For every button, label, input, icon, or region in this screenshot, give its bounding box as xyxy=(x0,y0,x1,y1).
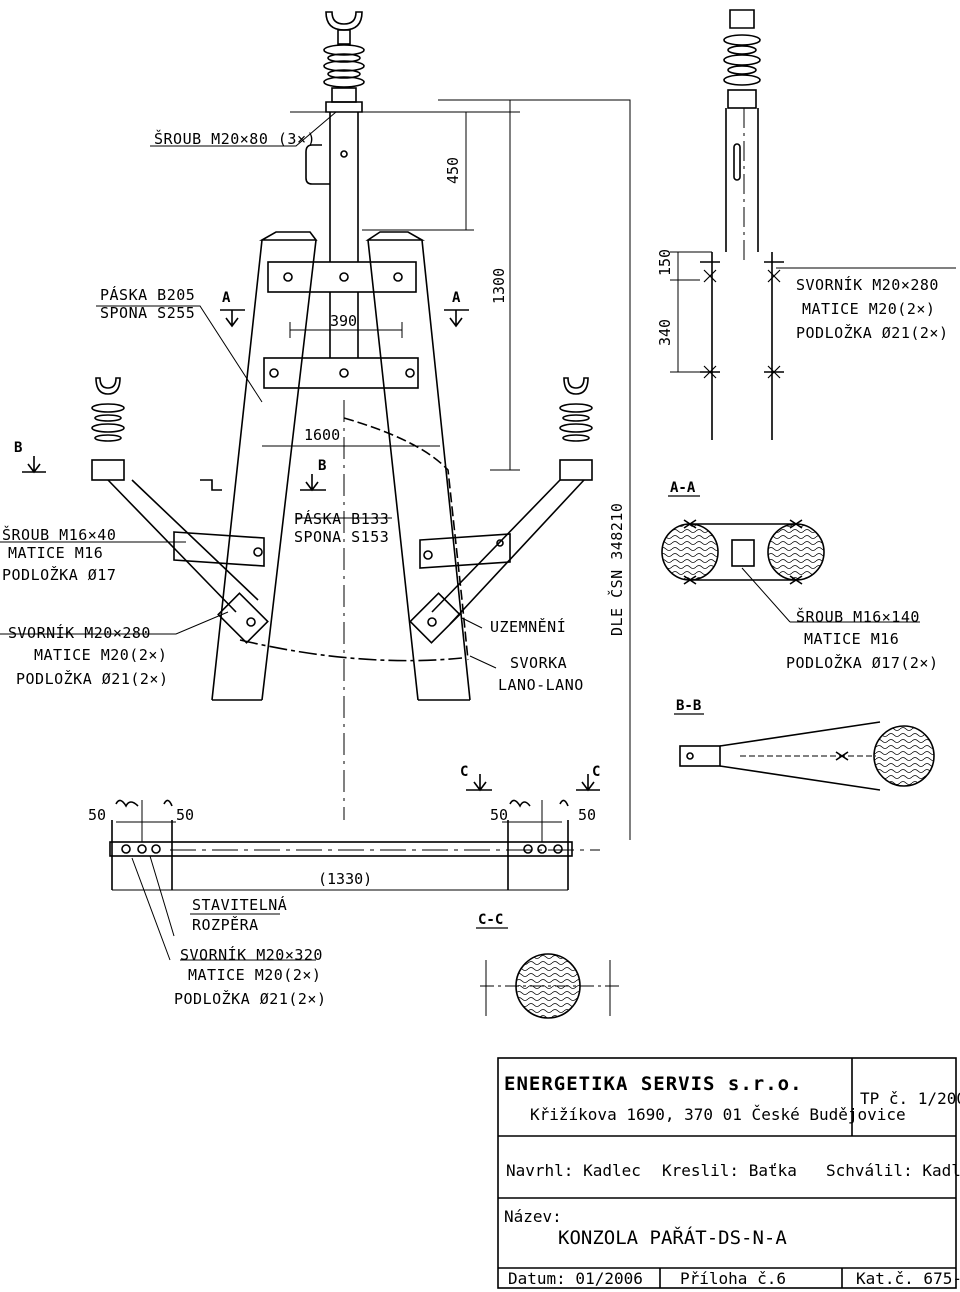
catalog-number: Kat.č. 675-00 xyxy=(856,1269,960,1288)
dims-main xyxy=(262,99,631,840)
title-block xyxy=(497,1057,957,1289)
section-bb xyxy=(679,721,935,791)
leader-lines xyxy=(0,111,956,961)
label-standard: DLE ČSN 348210 xyxy=(607,503,626,636)
side-view xyxy=(700,9,784,440)
label-bolt-top: ŠROUB M20×80 (3×) xyxy=(154,129,316,148)
dim-1600: 1600 xyxy=(304,426,340,444)
drawing-name: KONZOLA PAŘÁT-DS-N-A xyxy=(558,1226,787,1249)
dim-390: 390 xyxy=(330,312,357,330)
left-arm xyxy=(91,377,269,644)
dim-450: 450 xyxy=(444,157,462,184)
company-address: Křižíkova 1690, 370 01 České Budějovice xyxy=(530,1105,906,1124)
label-band-b205-1: PÁSKA B205 xyxy=(100,285,195,304)
label-clamp-2: LANO-LANO xyxy=(498,676,584,694)
section-cc xyxy=(480,953,620,1019)
label-band-b133-2: SPONA S153 xyxy=(294,528,389,546)
tp-number: TP č. 1/2006 xyxy=(860,1089,960,1108)
section-a-left: A xyxy=(222,290,231,306)
company-name: ENERGETIKA SERVIS s.r.o. xyxy=(504,1073,803,1095)
right-arm xyxy=(409,377,593,644)
label-m20x320-1: SVORNÍK M20×320 xyxy=(180,945,323,964)
dim-50-d: 50 xyxy=(578,806,596,824)
section-c-right: C xyxy=(592,764,600,780)
section-a-markers xyxy=(220,309,469,328)
label-m20x320-3: PODLOŽKA Ø21(2×) xyxy=(174,989,327,1008)
grounding-arc xyxy=(239,639,463,662)
dims-side xyxy=(670,108,745,373)
approved-by: Schválil: Kadlec xyxy=(826,1161,960,1180)
section-b-markers xyxy=(22,456,326,492)
section-b-center: B xyxy=(318,458,326,474)
label-m20x280-left-3: PODLOŽKA Ø21(2×) xyxy=(16,669,169,688)
label-m16x40-2: MATICE M16 xyxy=(8,544,103,562)
label-clamp-1: SVORKA xyxy=(510,654,567,672)
label-m20x280-right-3: PODLOŽKA Ø21(2×) xyxy=(796,323,949,342)
label-band-b205-2: SPONA S255 xyxy=(100,304,195,322)
section-c-left: C xyxy=(460,764,468,780)
spacer-bar xyxy=(109,799,573,890)
label-m16x140-2: MATICE M16 xyxy=(804,630,899,648)
dim-340: 340 xyxy=(656,319,674,346)
insulator-top xyxy=(323,11,365,103)
section-aa-title: A-A xyxy=(670,480,696,496)
label-m16x140-1: ŠROUB M16×140 xyxy=(796,607,920,626)
label-m16x40-3: PODLOŽKA Ø17 xyxy=(2,565,116,584)
label-m20x280-right-2: MATICE M20(2×) xyxy=(802,300,935,318)
section-a-right: A xyxy=(452,290,461,306)
right-pole xyxy=(365,231,471,701)
dim-50-c: 50 xyxy=(490,806,508,824)
name-label: Název: xyxy=(504,1207,562,1226)
appendix: Příloha č.6 xyxy=(680,1269,786,1288)
dim-150: 150 xyxy=(656,249,674,276)
label-spacer-1: STAVITELNÁ xyxy=(192,895,287,914)
label-spacer-2: ROZPĚRA xyxy=(192,915,259,934)
section-bb-title: B-B xyxy=(676,698,701,714)
center-tube xyxy=(305,101,363,262)
label-m16x40-1: ŠROUB M16×40 xyxy=(2,525,116,544)
label-m20x320-2: MATICE M20(2×) xyxy=(188,966,321,984)
label-m20x280-left-1: SVORNÍK M20×280 xyxy=(8,623,151,642)
upper-clamp xyxy=(267,261,417,293)
date: Datum: 01/2006 xyxy=(508,1269,643,1288)
label-grounding: UZEMNĚNÍ xyxy=(490,617,566,636)
dim-1300: 1300 xyxy=(490,268,508,304)
dim-50-b: 50 xyxy=(176,806,194,824)
dims-spacer xyxy=(112,800,600,891)
section-c-markers xyxy=(466,774,600,792)
section-aa xyxy=(661,519,825,585)
left-pole xyxy=(211,231,318,701)
section-b-left: B xyxy=(14,440,22,456)
grounding-wire xyxy=(343,417,469,661)
dim-50-a: 50 xyxy=(88,806,106,824)
label-m20x280-left-2: MATICE M20(2×) xyxy=(34,646,167,664)
label-m20x280-right-1: SVORNÍK M20×280 xyxy=(796,275,939,294)
drawn-by: Kreslil: Baťka xyxy=(662,1161,797,1180)
label-band-b133-1: PÁSKA B133 xyxy=(294,509,389,528)
lower-clamp xyxy=(263,292,419,389)
label-m16x140-3: PODLOŽKA Ø17(2×) xyxy=(786,653,939,672)
section-cc-title: C-C xyxy=(478,912,503,928)
dim-1330: (1330) xyxy=(318,870,372,888)
designed-by: Navrhl: Kadlec xyxy=(506,1161,641,1180)
